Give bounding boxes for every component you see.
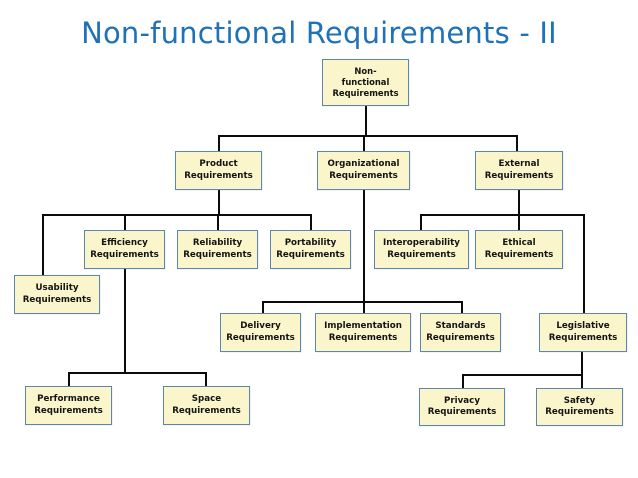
node-reliability-requirements[interactable]: Reliability Requirements: [177, 230, 258, 269]
node-privacy-requirements[interactable]: Privacy Requirements: [419, 388, 505, 426]
connector-to-privacy: [462, 374, 464, 388]
node-delivery-requirements[interactable]: Delivery Requirements: [220, 313, 301, 352]
connector-to-organizational: [363, 135, 365, 151]
node-implementation-requirements[interactable]: Implementation Requirements: [315, 313, 411, 352]
node-portability-requirements[interactable]: Portability Requirements: [270, 230, 351, 269]
connector-to-ethical: [518, 214, 520, 230]
connector-to-delivery: [262, 301, 264, 314]
node-standards-requirements[interactable]: Standards Requirements: [420, 313, 501, 352]
connector-organizational-bus: [262, 301, 463, 303]
node-non-functional-requirements[interactable]: Non- functional Requirements: [322, 59, 409, 106]
connector-efficiency-down: [124, 268, 126, 374]
connector-to-performance: [68, 372, 70, 386]
node-usability-requirements[interactable]: Usability Requirements: [14, 275, 100, 314]
connector-to-safety: [581, 374, 583, 388]
connector-to-legislative: [583, 214, 585, 314]
connector-organizational-down: [363, 189, 365, 303]
connector-to-space: [205, 372, 207, 386]
connector-root-down: [365, 105, 367, 136]
connector-external-bus: [420, 214, 585, 216]
node-external-requirements[interactable]: External Requirements: [475, 151, 563, 190]
connector-legislative-down: [581, 352, 583, 376]
connector-to-interoperability: [420, 214, 422, 230]
connector-efficiency-bus: [68, 372, 207, 374]
connector-to-external: [516, 135, 518, 151]
node-interoperability-requirements[interactable]: Interoperability Requirements: [374, 230, 469, 269]
node-legislative-requirements[interactable]: Legislative Requirements: [539, 313, 627, 352]
connector-product-down: [218, 189, 220, 216]
node-space-requirements[interactable]: Space Requirements: [163, 386, 250, 425]
node-ethical-requirements[interactable]: Ethical Requirements: [475, 230, 563, 269]
node-performance-requirements[interactable]: Performance Requirements: [25, 386, 112, 425]
connector-to-usability: [42, 214, 44, 276]
connector-to-implementation: [363, 301, 365, 314]
connector-to-standards: [461, 301, 463, 314]
connector-to-portability: [310, 214, 312, 230]
node-safety-requirements[interactable]: Safety Requirements: [536, 388, 623, 426]
node-product-requirements[interactable]: Product Requirements: [175, 151, 262, 190]
page-title: Non-functional Requirements - II: [81, 16, 557, 50]
connector-to-efficiency: [124, 214, 126, 230]
connector-external-down: [518, 189, 520, 216]
connector-to-product: [218, 135, 220, 151]
node-efficiency-requirements[interactable]: Efficiency Requirements: [84, 230, 165, 269]
connector-tier1-bus: [218, 135, 517, 137]
connector-legislative-bus: [462, 374, 583, 376]
connector-to-reliability: [217, 214, 219, 230]
connector-product-bus: [42, 214, 312, 216]
node-organizational-requirements[interactable]: Organizational Requirements: [317, 151, 410, 190]
